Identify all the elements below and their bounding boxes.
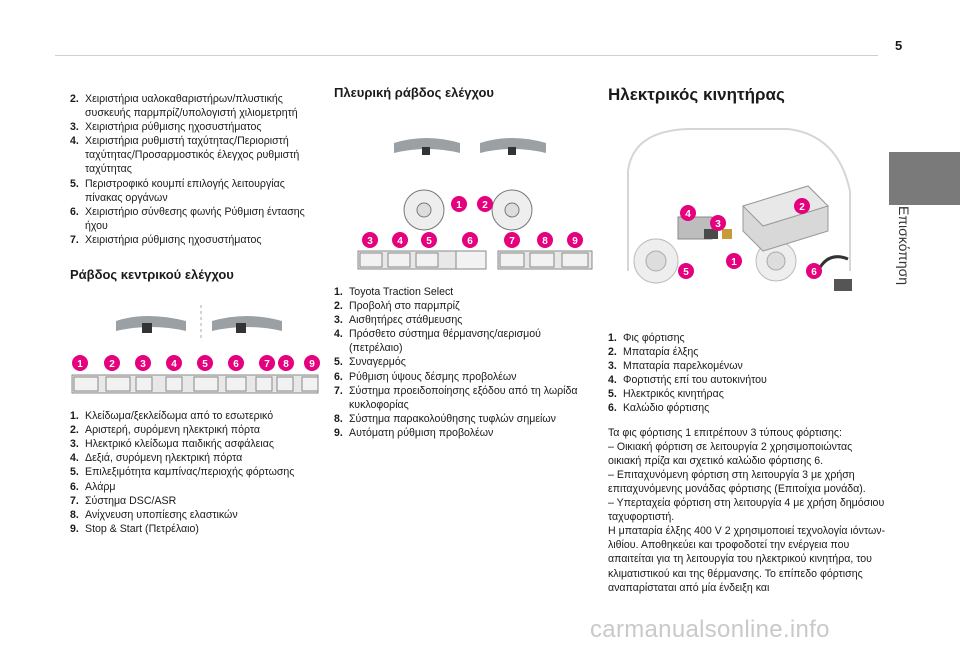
badge-5: 5 (426, 236, 432, 247)
list-item: 5.Περιστροφικό κουμπί επιλογής λειτουργί… (70, 177, 285, 204)
section-tab (889, 152, 960, 205)
badge-1: 1 (77, 359, 83, 370)
list-item: 2.Μπαταρία έλξης (608, 346, 699, 359)
badge-9: 9 (572, 236, 578, 247)
list-item: 7.Σύστημα προειδοποίησης εξόδου από τη λ… (334, 384, 578, 411)
badge-1: 1 (456, 200, 462, 211)
body-paragraph: Η μπαταρία έλξης 400 V 2 χρησιμοποιεί τε… (608, 525, 886, 594)
badge-4: 4 (685, 209, 691, 220)
list-item: 3.Μπαταρία παρελκομένων (608, 360, 743, 373)
badge-3: 3 (715, 219, 721, 230)
section-heading: Ράβδος κεντρικού ελέγχου (70, 267, 234, 283)
list-item: 7.Χειριστήρια ρύθμισης ηχοσυστήματος (70, 233, 262, 246)
list-item: 8.Σύστημα παρακολούθησης τυφλών σημείων (334, 412, 556, 425)
badge-4: 4 (171, 359, 177, 370)
section-heading: Ηλεκτρικός κινητήρας (608, 85, 785, 104)
central-bar-list: 1.Κλείδωμα/ξεκλείδωμα από το εσωτερικό 2… (70, 409, 320, 536)
list-item: 6.Χειριστήριο σύνθεσης φωνής Ρύθμιση έντ… (70, 205, 305, 232)
watermark: carmanualsonline.info (590, 616, 830, 643)
badge-8: 8 (542, 236, 548, 247)
badge-row: 1 2 3 4 5 6 7 8 9 (72, 355, 320, 372)
electric-motor-list: 1.Φις φόρτισης 2.Μπαταρία έλξης 3.Μπαταρ… (608, 331, 888, 416)
column-right: Ηλεκτρικός κινητήρας 1 2 3 4 5 6 1.Φις φ… (608, 85, 888, 595)
badge-3: 3 (140, 359, 146, 370)
dial-cluster (403, 189, 533, 231)
badge-3: 3 (367, 236, 373, 247)
list-item: 6.Ρύθμιση ύψους δέσμης προβολέων (334, 370, 517, 383)
list-item: 7.Σύστημα DSC/ASR (70, 494, 177, 507)
badge-1: 1 (731, 257, 737, 268)
list-item: 3.Ηλεκτρικό κλείδωμα παιδικής ασφάλειας (70, 438, 274, 451)
body-paragraph: – Υπερταχεία φόρτιση στη λειτουργία 4 με… (608, 497, 885, 524)
badge-7: 7 (509, 236, 515, 247)
button-strip (71, 374, 319, 394)
badge-6: 6 (811, 267, 817, 278)
header-rule (55, 55, 878, 56)
list-item: 5.Επιλεξιμότητα καμπίνας/περιοχής φόρτωσ… (70, 466, 295, 479)
badge-2: 2 (109, 359, 115, 370)
button-strip (357, 250, 593, 270)
list-item: 4.Δεξιά, συρόμενη ηλεκτρική πόρτα (70, 452, 243, 465)
list-item: 8.Ανίχνευση υποπίεσης ελαστικών (70, 508, 238, 521)
list-item: 6.Καλώδιο φόρτισης (608, 402, 710, 415)
badge-2: 2 (482, 200, 488, 211)
section-tab-label: Επισκόπηση (896, 206, 912, 286)
list-item: 4.Χειριστήρια ρυθμιστή ταχύτητας/Περιορι… (70, 135, 300, 176)
badge-9: 9 (309, 359, 315, 370)
list-item: 5.Συναγερμός (334, 356, 406, 369)
body-paragraph: Τα φις φόρτισης 1 επιτρέπουν 3 τύπους φό… (608, 426, 842, 439)
body-paragraph: – Επιταχυνόμενη φόρτιση στη λειτουργία 3… (608, 468, 866, 495)
list-item: 1.Κλείδωμα/ξεκλείδωμα από το εσωτερικό (70, 410, 274, 423)
list-item: 3.Χειριστήρια ρύθμισης ηχοσυστήματος (70, 121, 262, 134)
badge-6: 6 (467, 236, 473, 247)
central-control-bar-illustration: 1 2 3 4 5 6 7 8 9 (71, 305, 320, 394)
section-heading: Πλευρική ράβδος ελέγχου (334, 85, 494, 100)
list-item: 2.Χειριστήρια υαλοκαθαριστήρων/πλυστικής… (70, 93, 298, 120)
badge-6: 6 (233, 359, 239, 370)
list-item: 1.Toyota Traction Select (334, 286, 454, 298)
badge-2: 2 (799, 202, 805, 213)
badge-8: 8 (283, 359, 289, 370)
charging-description: Τα φις φόρτισης 1 επιτρέπουν 3 τύπους φό… (608, 426, 888, 595)
list-item: 6.Αλάρμ (70, 480, 116, 493)
list-item: 2.Προβολή στο παρμπρίζ (334, 300, 460, 313)
side-control-bar-illustration: 1 2 3 4 5 6 7 8 9 (357, 138, 593, 270)
list-item: 3.Αισθητήρες στάθμευσης (334, 314, 463, 327)
list-item: 5.Ηλεκτρικός κινητήρας (608, 388, 724, 401)
page-number: 5 (895, 38, 903, 53)
list-item: 4.Φορτιστής επί του αυτοκινήτου (608, 374, 767, 387)
electric-motor-illustration: 1 2 3 4 5 6 (627, 128, 852, 291)
badge-5: 5 (202, 359, 208, 370)
column-left: 2.Χειριστήρια υαλοκαθαριστήρων/πλυστικής… (70, 92, 320, 536)
badge-7: 7 (264, 359, 270, 370)
list-item: 9.Stop & Start (Πετρέλαιο) (70, 522, 199, 535)
list-item: 1.Φις φόρτισης (608, 332, 685, 344)
list-item: 2.Αριστερή, συρόμενη ηλεκτρική πόρτα (70, 424, 261, 437)
side-bar-list: 1.Toyota Traction Select 2.Προβολή στο π… (334, 285, 594, 440)
list-item: 4.Πρόσθετο σύστημα θέρμανσης/αερισμού (π… (334, 328, 541, 355)
list-item: 9.Αυτόματη ρύθμιση προβολέων (334, 426, 494, 439)
badge-4: 4 (397, 236, 403, 247)
column-middle: Πλευρική ράβδος ελέγχου 1 2 3 4 5 6 7 8 … (334, 85, 594, 440)
steering-controls-list: 2.Χειριστήρια υαλοκαθαριστήρων/πλυστικής… (70, 92, 320, 247)
badge-5: 5 (683, 267, 689, 278)
body-paragraph: – Οικιακή φόρτιση σε λειτουργία 2 χρησιμ… (608, 440, 853, 467)
